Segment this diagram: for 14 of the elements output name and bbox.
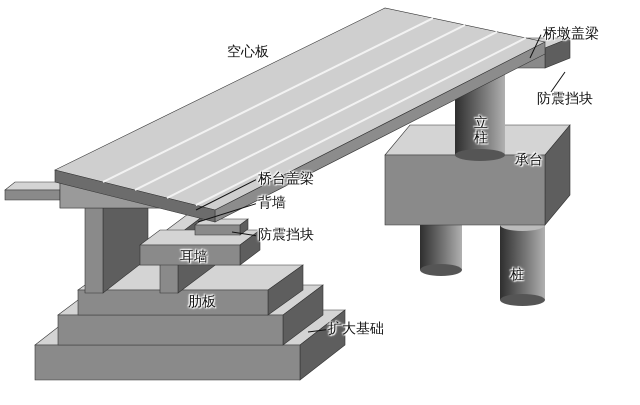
leader-line bbox=[232, 232, 256, 236]
leader-line bbox=[308, 329, 326, 332]
leader-line bbox=[198, 203, 256, 222]
part-label: 承台 bbox=[515, 153, 543, 168]
leader-line bbox=[196, 179, 256, 210]
part-label: 肋板 bbox=[188, 295, 216, 310]
part-label: 背墙 bbox=[258, 196, 286, 212]
part-label: 空心板 bbox=[227, 45, 269, 60]
part-label: 桥墩盖梁 bbox=[543, 27, 599, 42]
part-label: 耳墙 bbox=[180, 250, 208, 266]
part-label: 防震挡块 bbox=[537, 92, 593, 108]
part-label: 桩 bbox=[510, 268, 524, 284]
part-label: 立柱 bbox=[474, 116, 488, 147]
leader-line bbox=[530, 34, 542, 58]
